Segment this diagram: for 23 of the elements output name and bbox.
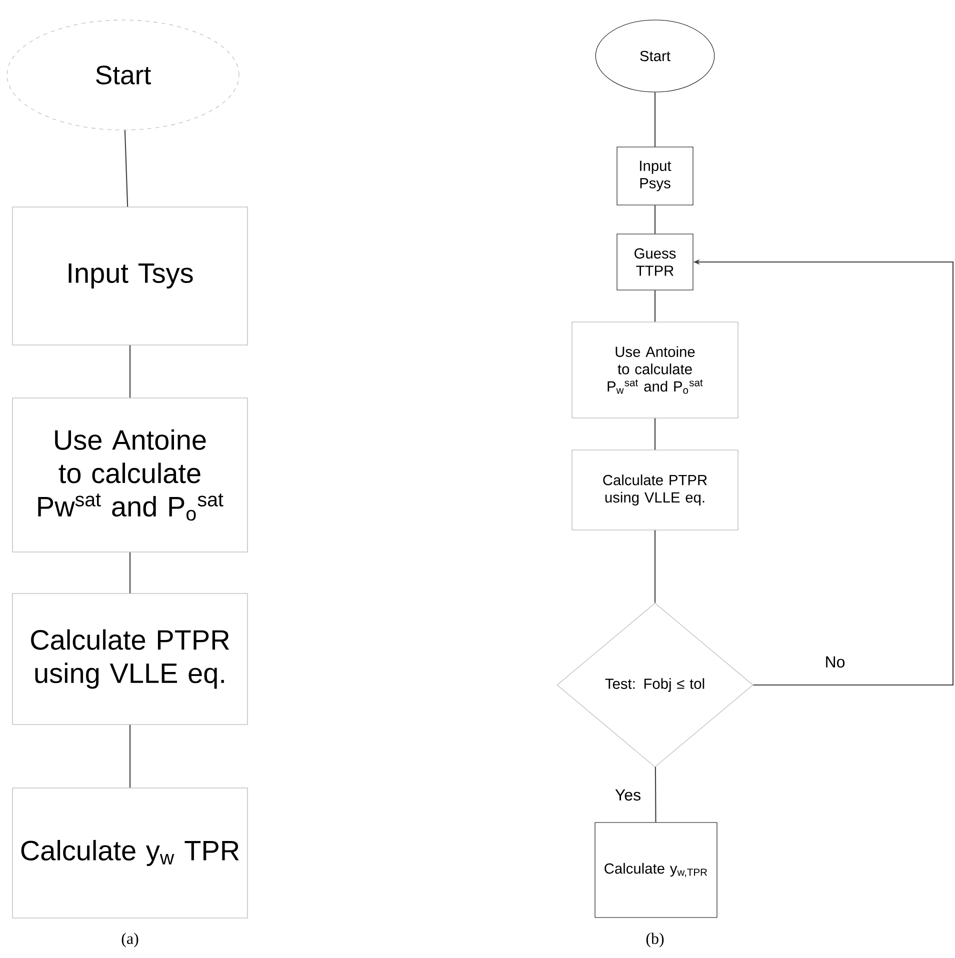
process-box: Calculate PTPR using VLLE eq. <box>572 450 738 530</box>
process-box: Input Psys <box>616 146 694 206</box>
edge-label: No <box>823 655 847 669</box>
connector-line <box>654 92 656 147</box>
connector-line <box>129 724 131 788</box>
process-box: Guess TTPR <box>616 234 694 290</box>
process-box: Use Antoine to calculate Pw$^{sat}$ and P$_{o}$sat <box>12 398 248 552</box>
panel-label: (b) <box>646 932 664 948</box>
connector-line <box>129 552 131 594</box>
connector-line <box>654 205 656 234</box>
edge-label: Yes <box>614 788 642 802</box>
process-box: Input Tsys <box>12 206 248 346</box>
connector-line <box>654 766 656 822</box>
connector-line <box>654 290 656 322</box>
process-box: Use Antoine to calculate P$_{w}$$^{sat}$ and P$_{o}$sat <box>572 322 738 418</box>
panel-label: (a) <box>122 932 138 948</box>
connector-line <box>129 345 131 398</box>
process-box: Calculate PTPR using VLLE eq. <box>12 593 248 725</box>
process-box: Calculate y$_{w}$ TPR <box>12 788 248 918</box>
connector-line <box>124 130 128 207</box>
process-box: Calculate y$_{w,TPR}$ <box>594 822 718 918</box>
connector-line <box>654 530 656 603</box>
connector-line <box>654 418 656 450</box>
